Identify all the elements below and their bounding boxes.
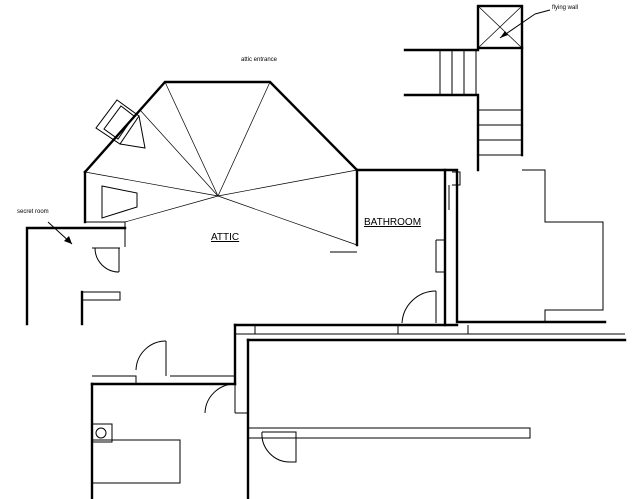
attic-entrance-label: attic entrance <box>241 57 278 63</box>
secret-room <box>25 221 127 326</box>
attic-hatch <box>101 185 138 219</box>
lower-corridor <box>204 323 627 499</box>
flying-wall-label: flying wall <box>552 5 578 11</box>
stair-tower <box>403 4 551 172</box>
attic-entrance-hatch <box>95 99 146 149</box>
secret-room-label: secret room <box>17 209 49 215</box>
bathroom-area <box>355 168 607 327</box>
attic-room-label: ATTIC <box>211 232 239 243</box>
bathroom-room-label: BATHROOM <box>364 217 421 228</box>
right-projection <box>522 169 604 322</box>
attic-roof <box>83 80 359 253</box>
lower-left-room <box>90 340 237 499</box>
